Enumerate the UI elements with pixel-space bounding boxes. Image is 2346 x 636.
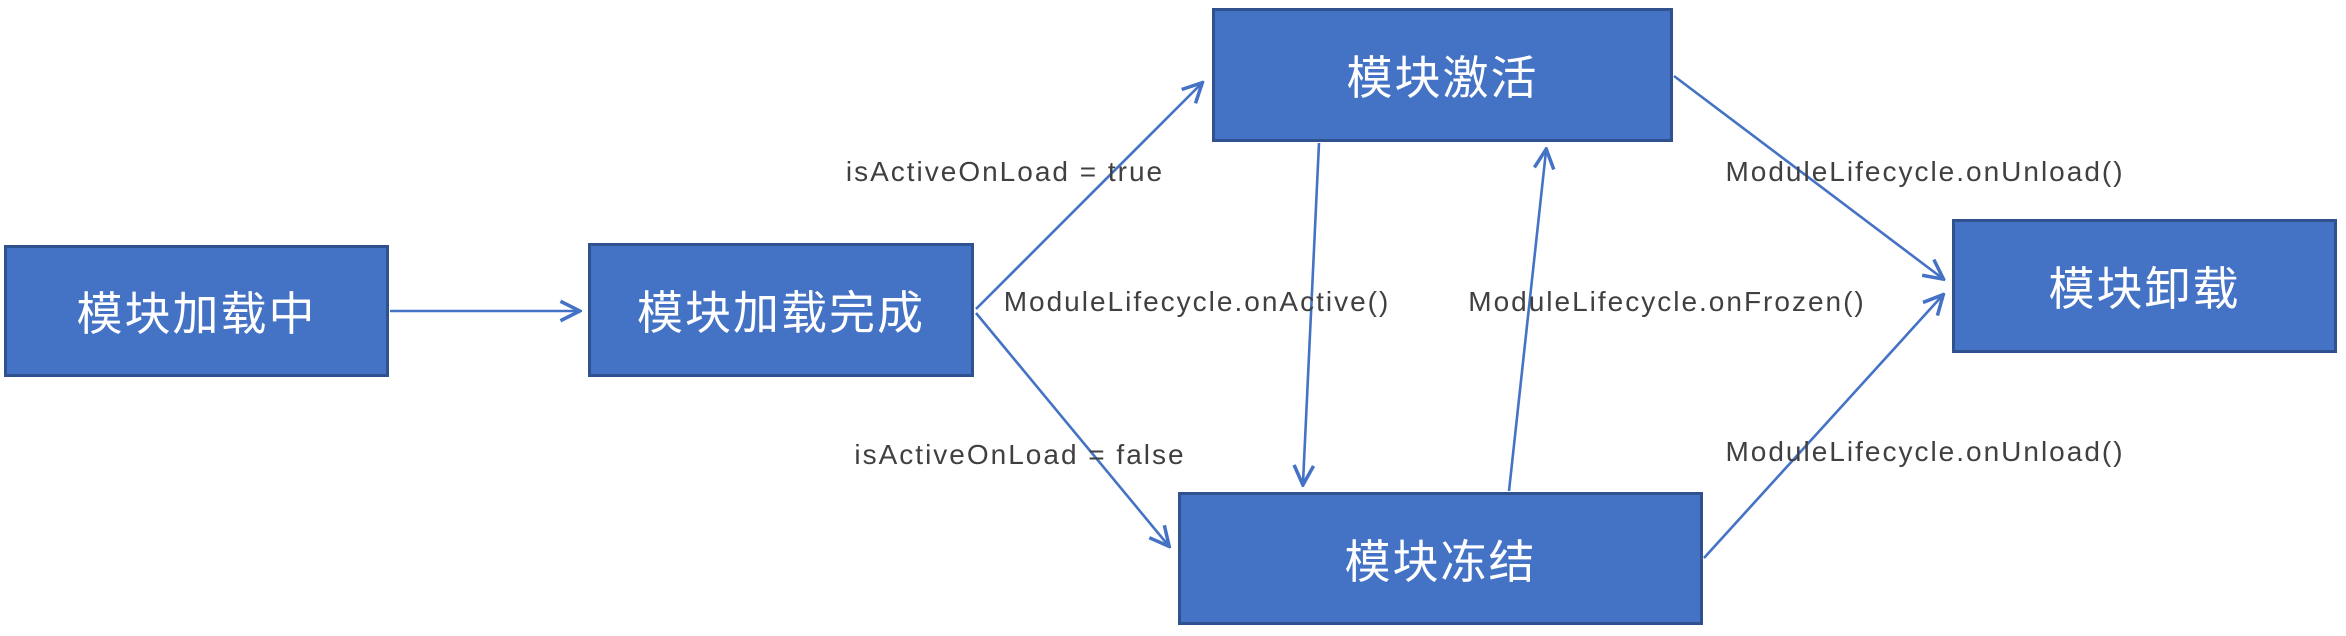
edge-label-onunload-top: ModuleLifecycle.onUnload() (1725, 156, 2125, 187)
node-module-loading: 模块加载中 (4, 245, 389, 377)
edge-label-onfrozen: ModuleLifecycle.onFrozen() (1468, 286, 1866, 317)
edge-label-isactive-false: isActiveOnLoad = false (854, 439, 1186, 470)
edge-active-to-unloaded (1673, 74, 1942, 278)
node-module-unloaded: 模块卸载 (1952, 219, 2337, 353)
node-module-frozen: 模块冻结 (1178, 492, 1703, 625)
edge-label-isactive-true: isActiveOnLoad = true (845, 156, 1165, 187)
node-module-active: 模块激活 (1212, 8, 1673, 142)
edge-loaded-to-frozen (974, 312, 1168, 545)
edge-frozen-to-active (1507, 151, 1546, 492)
edge-label-onactive: ModuleLifecycle.onActive() (1003, 286, 1391, 317)
edge-frozen-to-unloaded (1703, 296, 1942, 559)
node-module-loaded: 模块加载完成 (588, 243, 974, 377)
edge-label-onunload-bottom: ModuleLifecycle.onUnload() (1725, 436, 2125, 467)
edge-active-to-frozen (1303, 142, 1321, 483)
edge-loaded-to-active (975, 84, 1201, 310)
